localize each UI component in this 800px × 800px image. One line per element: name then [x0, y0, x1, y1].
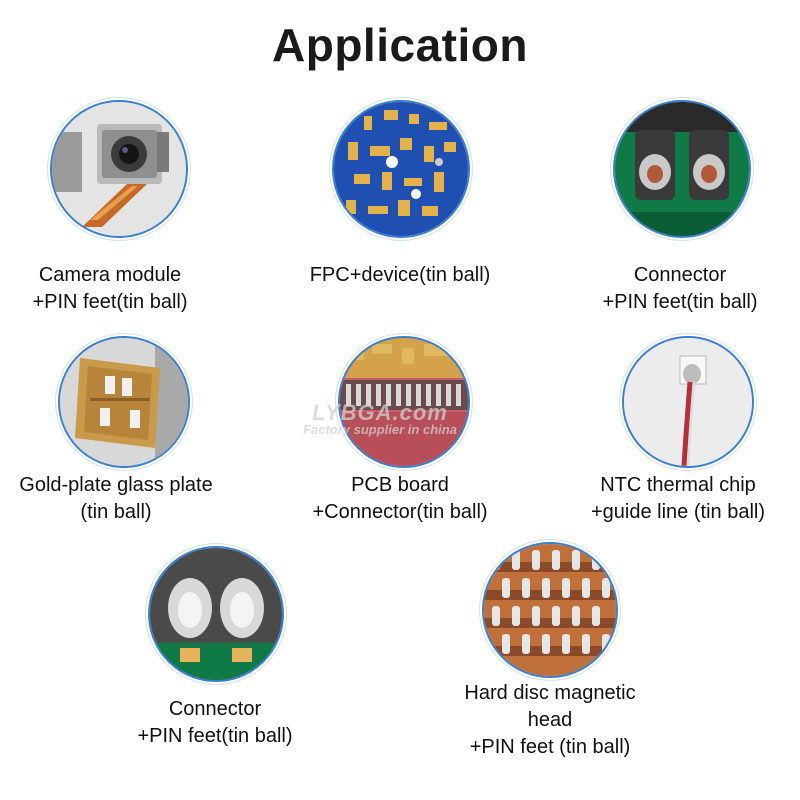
- caption-connector-2: Connector +PIN feet(tin ball): [137, 698, 293, 747]
- caption-ntc-chip: NTC thermal chip +guide line (tin ball): [591, 474, 765, 523]
- caption-hard-disc-head: Hard disc magnetic head +PIN feet (tin b…: [464, 682, 636, 758]
- connector-image-2: [148, 546, 284, 682]
- pcb-board-image: [338, 336, 470, 468]
- fpc-device-image: [332, 100, 470, 238]
- page-title: Application: [272, 19, 528, 71]
- caption-camera-module: Camera module +PIN feet(tin ball): [32, 264, 188, 313]
- caption-pcb-board: PCB board +Connector(tin ball): [312, 474, 488, 523]
- camera-module-image: [50, 100, 188, 238]
- gold-plate-glass-image: [58, 336, 190, 468]
- caption-fpc-device: FPC+device(tin ball): [309, 264, 491, 286]
- caption-gold-plate: Gold-plate glass plate (tin ball): [19, 474, 213, 523]
- connector-image-1: [613, 100, 751, 238]
- hard-disc-head-image: [482, 542, 618, 678]
- caption-connector-1: Connector +PIN feet(tin ball): [602, 264, 758, 313]
- ntc-chip-image: [622, 336, 754, 468]
